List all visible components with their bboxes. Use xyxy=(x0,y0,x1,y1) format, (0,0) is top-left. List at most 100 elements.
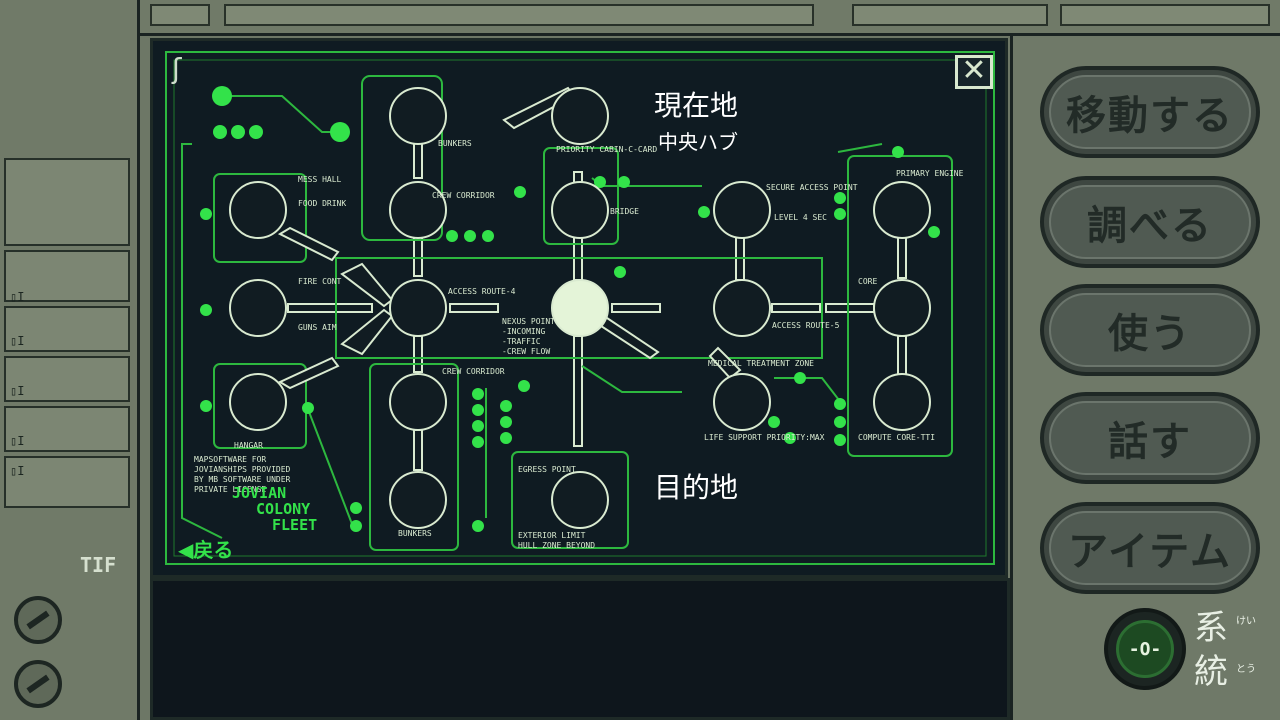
room-compute-core xyxy=(873,373,931,431)
room-crew-corridor-top xyxy=(389,181,447,239)
rail-slot xyxy=(4,456,130,508)
license-line: JOVIANSHIPS PROVIDED xyxy=(194,465,291,474)
use-button[interactable]: 使う xyxy=(1040,284,1260,376)
move-button[interactable]: 移動する xyxy=(1040,66,1260,158)
ship-map: BUNKERS PRIORITY CABIN-C-CARD MESS HALL … xyxy=(165,51,995,565)
room-secure-access xyxy=(713,181,771,239)
rail-slot xyxy=(4,158,130,246)
label-guns-aim: GUNS AIM xyxy=(298,323,337,332)
system-label-char: 統 xyxy=(1194,652,1228,692)
label-bunkers-bottom: BUNKERS xyxy=(398,529,432,538)
license-line: PRIVATE LICENSE xyxy=(194,485,266,494)
brand-line: FLEET xyxy=(272,516,317,534)
room-fire-control xyxy=(229,279,287,337)
room-hangar xyxy=(229,373,287,431)
label-compute: COMPUTE CORE-TTI xyxy=(858,433,935,442)
map-corner-icon: ʃ xyxy=(172,52,182,85)
label-incoming: -INCOMING xyxy=(502,327,546,336)
system-ruby: とう xyxy=(1236,664,1256,675)
room-access-route-5 xyxy=(713,279,771,337)
label-crew-corridor-bottom: CREW CORRIDOR xyxy=(442,367,505,376)
label-access-route-5: ACCESS ROUTE-5 xyxy=(772,321,840,330)
rail-mark: ▯I xyxy=(10,434,25,448)
rail-slot xyxy=(4,306,130,352)
label-core: CORE xyxy=(858,277,877,286)
label-nexus-point: NEXUS POINT xyxy=(502,317,555,326)
label-exterior-limit: EXTERIOR LIMIT xyxy=(518,531,586,540)
label-crew-flow: -CREW FLOW xyxy=(502,347,550,356)
label-medical: MEDICAL TREATMENT ZONE xyxy=(708,359,814,368)
move-button-label: 移動する xyxy=(1049,75,1251,149)
message-window xyxy=(150,578,1010,720)
top-segment xyxy=(224,4,814,26)
top-bar xyxy=(140,0,1280,36)
label-bunkers-top: BUNKERS xyxy=(438,139,472,148)
room-access-route-4 xyxy=(389,279,447,337)
map-border-inner xyxy=(173,59,987,557)
room-crew-corridor-bottom xyxy=(389,373,447,431)
rail-slot xyxy=(4,356,130,402)
label-hangar: HANGAR xyxy=(234,441,263,450)
diagonal-connectors xyxy=(277,86,742,390)
label-secure-access: SECURE ACCESS POINT xyxy=(766,183,858,192)
rail-slot xyxy=(4,250,130,302)
label-priority-cabin: PRIORITY CABIN-C-CARD xyxy=(556,145,657,154)
item-button-label: アイテム xyxy=(1049,511,1251,585)
label-mess-hall: MESS HALL xyxy=(298,175,342,184)
destination-label: 目的地 xyxy=(654,471,739,504)
rail-slot xyxy=(4,406,130,452)
talk-button-label: 話す xyxy=(1049,401,1251,475)
room-egress-point xyxy=(551,471,609,529)
back-button[interactable]: ◀戻る xyxy=(178,538,234,562)
room-medical xyxy=(713,373,771,431)
talk-button[interactable]: 話す xyxy=(1040,392,1260,484)
left-rail: ▯I ▯I ▯I ▯I ▯I TIF xyxy=(0,0,140,720)
current-location-name: 中央ハブ xyxy=(658,130,738,154)
room-bridge xyxy=(551,181,609,239)
top-segment xyxy=(1060,4,1270,26)
item-button[interactable]: アイテム xyxy=(1040,502,1260,594)
rail-mark: ▯I xyxy=(10,464,25,478)
label-hull-zone: HULL ZONE BEYOND xyxy=(518,541,595,550)
current-location-label: 現在地 xyxy=(654,89,739,122)
close-button[interactable]: ✕ xyxy=(955,55,993,89)
rail-mark: ▯I xyxy=(10,290,25,304)
examine-button-label: 調べる xyxy=(1049,185,1251,259)
room-labels: BUNKERS PRIORITY CABIN-C-CARD MESS HALL … xyxy=(234,139,964,550)
system-button[interactable]: -O- xyxy=(1104,608,1186,690)
status-dots xyxy=(200,86,940,532)
map-border-line xyxy=(165,51,995,565)
license-block: MAPSOFTWARE FOR JOVIANSHIPS PROVIDED BY … xyxy=(194,455,291,494)
system-button-icon: -O- xyxy=(1116,620,1174,678)
system-ruby: けい xyxy=(1236,616,1256,627)
top-segment xyxy=(150,4,210,26)
label-traffic: -TRAFFIC xyxy=(502,337,541,346)
top-segment xyxy=(852,4,1048,26)
bolt-icon xyxy=(14,596,62,644)
system-label-char: 系 xyxy=(1194,608,1228,648)
label-life-support: LIFE SUPPORT PRIORITY:MAX xyxy=(704,433,825,442)
rooms xyxy=(229,87,931,529)
examine-button[interactable]: 調べる xyxy=(1040,176,1260,268)
room-mess-hall xyxy=(229,181,287,239)
use-button-label: 使う xyxy=(1049,293,1251,367)
license-line: BY MB SOFTWARE UNDER xyxy=(194,475,291,484)
room-priority-cabin xyxy=(551,87,609,145)
rail-mark: ▯I xyxy=(10,384,25,398)
label-level-sec: LEVEL 4 SEC xyxy=(774,213,827,222)
label-primary-engine: PRIMARY ENGINE xyxy=(896,169,964,178)
logo-mark: TIF xyxy=(80,553,117,577)
room-core xyxy=(873,279,931,337)
bolt-icon xyxy=(14,660,62,708)
room-primary-engine xyxy=(873,181,931,239)
room-bunkers-top xyxy=(389,87,447,145)
brand-line: JOVIAN xyxy=(232,484,286,502)
label-egress-point: EGRESS POINT xyxy=(518,465,576,474)
room-bunkers-bottom xyxy=(389,471,447,529)
rail-mark: ▯I xyxy=(10,334,25,348)
room-nexus-current[interactable] xyxy=(551,279,609,337)
label-access-route-4: ACCESS ROUTE-4 xyxy=(448,287,516,296)
license-line: MAPSOFTWARE FOR xyxy=(194,455,266,464)
brand-line: COLONY xyxy=(256,500,310,518)
label-fire-cont: FIRE CONT xyxy=(298,277,342,286)
